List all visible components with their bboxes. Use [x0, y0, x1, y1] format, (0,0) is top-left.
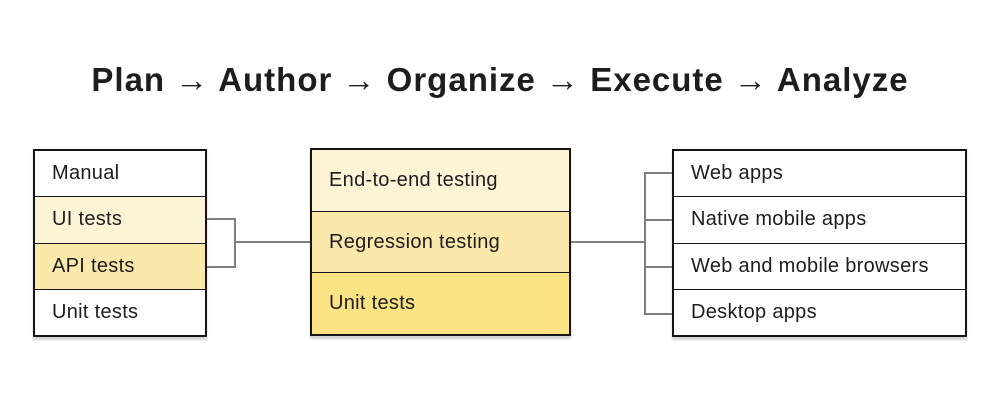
table-row: Native mobile apps [674, 197, 965, 244]
row-label-unit-tests-scope: Unit tests [329, 292, 416, 315]
table-row: Web apps [674, 151, 965, 198]
table-row: Web and mobile browsers [674, 243, 965, 290]
connector-stub-web-apps [644, 171, 672, 174]
connector-stub-native-mobile-apps [644, 218, 672, 221]
connector-line-to-middle-box [234, 241, 310, 243]
table-row: End-to-end testing [312, 150, 569, 212]
row-label-desktop-apps: Desktop apps [691, 300, 817, 323]
table-row: Unit tests [312, 273, 569, 335]
connector-line-from-middle-box [571, 241, 644, 243]
row-label-ui-tests: UI tests [52, 208, 123, 231]
row-label-end-to-end-testing: End-to-end testing [329, 168, 498, 191]
row-label-native-mobile-apps: Native mobile apps [691, 208, 867, 231]
row-label-unit-tests: Unit tests [52, 300, 139, 323]
table-row: API tests [35, 243, 205, 290]
connector-stub-ui-tests [207, 217, 236, 220]
table-row: Desktop apps [674, 289, 965, 335]
table-row: Unit tests [35, 289, 205, 335]
connector-bracket-right [644, 171, 646, 315]
table-row: Regression testing [312, 211, 569, 274]
row-label-manual: Manual [52, 162, 120, 185]
table-row: Manual [35, 151, 205, 198]
connector-stub-web-and-mobile-browsers [644, 265, 672, 268]
testing-scopes-box: End-to-end testing Regression testing Un… [310, 148, 571, 336]
platforms-box: Web apps Native mobile apps Web and mobi… [672, 149, 967, 337]
row-label-regression-testing: Regression testing [329, 230, 501, 253]
connector-stub-api-tests [207, 265, 236, 268]
row-label-api-tests: API tests [52, 254, 135, 277]
table-row: UI tests [35, 197, 205, 244]
row-label-web-apps: Web apps [691, 162, 784, 185]
page-title: Plan → Author → Organize → Execute → Ana… [91, 61, 909, 98]
row-label-web-and-mobile-browsers: Web and mobile browsers [691, 254, 929, 277]
connector-stub-desktop-apps [644, 312, 672, 315]
test-types-box: Manual UI tests API tests Unit tests [33, 149, 207, 337]
